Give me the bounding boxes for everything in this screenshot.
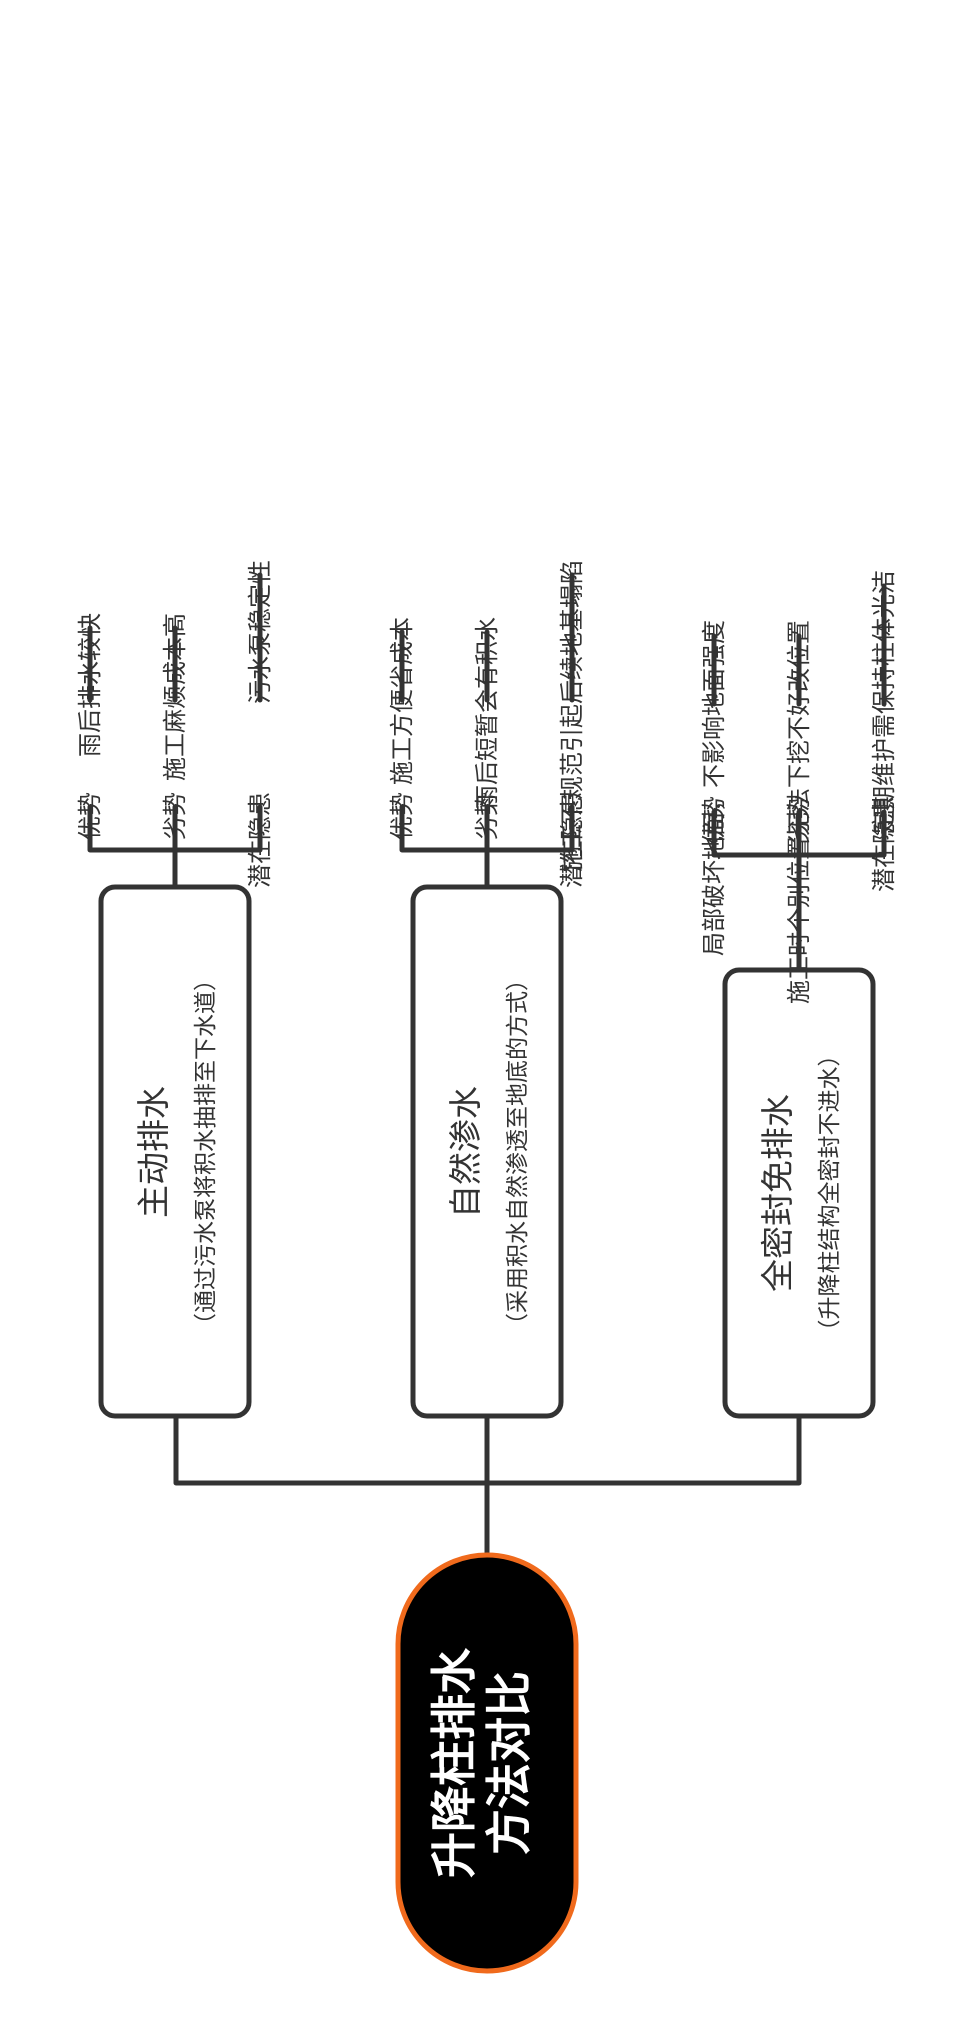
method-2-row-3-label: 潜在隐患 bbox=[558, 792, 586, 888]
method-1-row-3-label: 潜在隐患 bbox=[246, 792, 274, 888]
method-1-subtitle: （通过污水泵将积水抽排至下水道） bbox=[193, 968, 219, 1336]
method-3-subtitle: （升降柱结构全密封不进水） bbox=[817, 1044, 843, 1343]
method-2-row-2-detail: 雨后短暂会有积水 bbox=[473, 617, 501, 809]
method-3-box bbox=[722, 967, 876, 1419]
root-box bbox=[395, 1552, 579, 1974]
method-1-row-1-label: 优势 bbox=[76, 792, 104, 840]
method-3-row-1-label: 优势 bbox=[700, 796, 728, 844]
method-3-title: 全密封免排水 bbox=[758, 1094, 797, 1292]
method-2-subtitle: （采用积水自然渗透至地底的方式） bbox=[505, 968, 531, 1336]
method-node-1[interactable]: 主动排水 （通过污水泵将积水抽排至下水道） bbox=[98, 884, 252, 1419]
method-2-row-1-detail: 施工方便省成本 bbox=[388, 617, 416, 785]
method-2-title: 自然渗水 bbox=[446, 1086, 485, 1218]
method-1-row-2-detail: 施工麻烦成本高 bbox=[161, 613, 189, 781]
method-2-row-2-label: 劣势 bbox=[473, 792, 501, 840]
method-node-2[interactable]: 自然渗水 （采用积水自然渗透至地底的方式） bbox=[410, 884, 564, 1419]
method-1-box bbox=[98, 884, 252, 1419]
method-1-row-3-detail: 污水泵稳定性 bbox=[246, 560, 274, 704]
root-node[interactable]: 升降柱排水 方法对比 bbox=[395, 1552, 579, 1974]
method-3-row-3-detail: 定期维护需保持柱体光洁 bbox=[870, 570, 898, 834]
root-title-line-1: 升降柱排水 bbox=[427, 1647, 481, 1878]
method-1-row-1-detail: 雨后排水较快 bbox=[76, 613, 104, 757]
method-3-row-2-label: 劣势 bbox=[785, 796, 813, 844]
method-2-box bbox=[410, 884, 564, 1419]
method-3-row-2-detail: 施工时个别位置无法下挖不好改位置 bbox=[785, 620, 813, 1004]
method-3-row-3-label: 潜在隐患 bbox=[870, 796, 898, 892]
method-node-3[interactable]: 全密封免排水 （升降柱结构全密封不进水） bbox=[722, 967, 876, 1419]
method-1-title: 主动排水 bbox=[134, 1086, 173, 1218]
method-2-row-1-label: 优势 bbox=[388, 792, 416, 840]
root-title-line-2: 方法对比 bbox=[482, 1671, 536, 1855]
method-3-row-1-detail: 局部破坏地面，不影响地面强度 bbox=[700, 620, 728, 956]
method-1-row-2-label: 劣势 bbox=[161, 792, 189, 840]
method-2-row-3-detail: 施工不规范引起后续地基塌陷 bbox=[558, 560, 586, 872]
